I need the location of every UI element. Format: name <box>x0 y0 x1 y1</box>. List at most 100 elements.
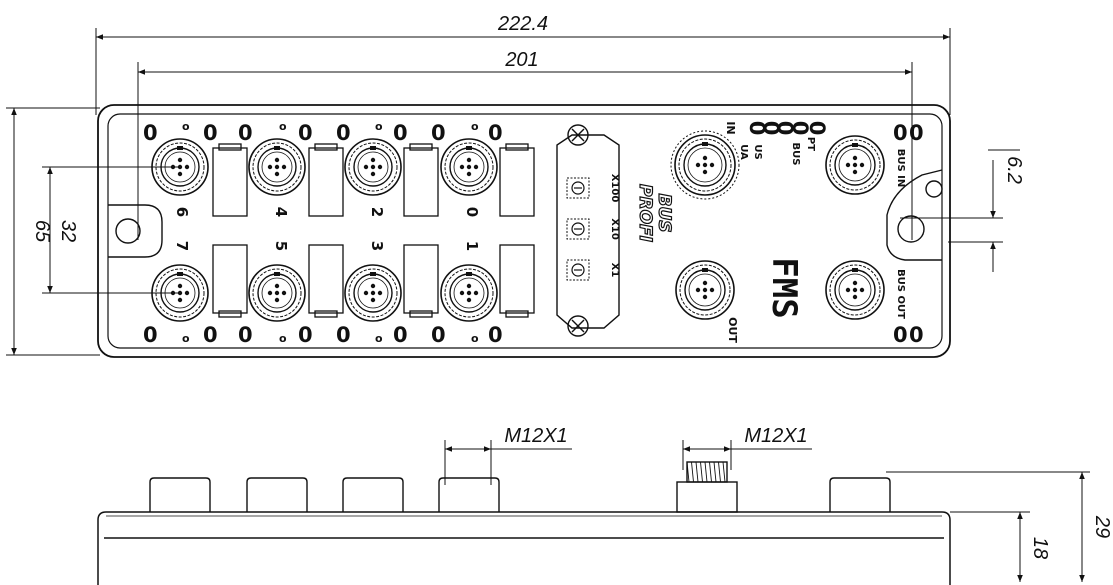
logo-line-profi: PROFI <box>635 184 655 242</box>
bus-label-out: OUT <box>726 317 739 343</box>
dimension-hole-spacing <box>137 62 913 240</box>
logo-line-bus: BUS <box>654 193 674 232</box>
status-led: o <box>279 332 287 345</box>
bus-label-ua: UA <box>738 144 749 160</box>
dimension-height <box>6 107 100 356</box>
io-label-window <box>212 244 248 318</box>
address-switch-panel <box>556 124 620 337</box>
status-led: 0 <box>298 323 313 347</box>
status-led: o <box>375 332 383 345</box>
dimension-thread-left <box>444 440 572 485</box>
bus-label-bus-out: BUS OUT <box>895 269 906 319</box>
bus-label-us: US <box>752 144 763 159</box>
status-led: 0 <box>336 323 351 347</box>
bus-label-bus: BUS <box>790 143 801 166</box>
side-connector-cap <box>438 477 500 512</box>
hole-spacing-label: 201 <box>504 49 538 71</box>
status-led: 0 <box>393 323 408 347</box>
bus-out-connector <box>675 260 735 320</box>
bus-status-led: 0 <box>773 121 797 136</box>
io-connector-bottom-3 <box>344 264 402 322</box>
module-top-view <box>97 104 951 358</box>
rotary-switch-x1[interactable] <box>566 259 590 281</box>
status-led: 0 <box>431 323 446 347</box>
port-label-3: 3 <box>368 241 386 251</box>
status-led: 0 <box>203 121 218 145</box>
status-led: 0 <box>238 323 253 347</box>
port-label-7: 7 <box>173 241 191 251</box>
status-led: o <box>375 120 383 133</box>
io-label-window <box>499 143 535 217</box>
status-led: 0 <box>893 121 908 145</box>
switch-label-x100: X100 <box>609 174 620 203</box>
dimension-overall-length <box>95 28 951 115</box>
mounting-hole-left <box>108 204 163 258</box>
port-label-5: 5 <box>272 241 290 251</box>
io-connector-top-0 <box>440 138 498 196</box>
thread-left-label: M12X1 <box>504 425 567 447</box>
port-label-6: 6 <box>173 207 191 217</box>
side-bus-connector <box>676 461 738 513</box>
port-label-0: 0 <box>463 207 481 217</box>
side-connector-cap <box>149 477 211 512</box>
status-led: 0 <box>238 121 253 145</box>
status-led: 0 <box>203 323 218 347</box>
rotary-switch-x10[interactable] <box>566 218 590 240</box>
status-led: 0 <box>298 121 313 145</box>
bus-status-led: 0 <box>759 121 783 136</box>
bus-status-led: 0 <box>745 121 769 136</box>
hole-vertical-label: 32 <box>57 220 79 242</box>
status-led: 0 <box>393 121 408 145</box>
side-total-label: 29 <box>1091 515 1113 538</box>
port-label-1: 1 <box>463 241 481 251</box>
io-connector-bottom-7 <box>151 264 209 322</box>
status-led: o <box>182 120 190 133</box>
io-connector-top-6 <box>151 138 209 196</box>
bus-status-led: 0 <box>788 121 812 136</box>
status-led: 0 <box>909 121 924 145</box>
hole-offset-label: 6.2 <box>1003 156 1025 184</box>
io-connector-bottom-5 <box>248 264 306 322</box>
switch-label-x1: X1 <box>609 263 620 278</box>
module-side-view <box>97 511 951 585</box>
bus-in-port <box>825 135 885 195</box>
dimension-thread-right <box>682 440 812 470</box>
status-led: 0 <box>336 121 351 145</box>
status-led: 0 <box>143 121 158 145</box>
bus-out-port <box>825 260 885 320</box>
status-led: 0 <box>431 121 446 145</box>
port-label-4: 4 <box>272 207 290 217</box>
bus-in-connector <box>670 130 740 200</box>
status-led: 0 <box>488 121 503 145</box>
side-base-label: 18 <box>1029 537 1051 559</box>
status-led: o <box>471 332 479 345</box>
status-led: 0 <box>893 323 908 347</box>
thread-right-label: M12X1 <box>744 425 807 447</box>
bus-label-in: IN <box>724 121 737 134</box>
io-connector-top-2 <box>344 138 402 196</box>
status-led: o <box>182 332 190 345</box>
dimension-hole-vertical <box>42 166 180 294</box>
io-label-window <box>308 244 344 318</box>
io-connector-top-4 <box>248 138 306 196</box>
overall-length-label: 222.4 <box>497 13 548 35</box>
io-label-window <box>212 143 248 217</box>
status-led: 0 <box>488 323 503 347</box>
io-label-window <box>403 244 439 318</box>
bus-label-bus-in: BUS IN <box>895 149 906 188</box>
dimension-hole-offset <box>900 149 1020 272</box>
side-connector-cap <box>829 477 891 512</box>
io-label-window <box>499 244 535 318</box>
rotary-switch-x100[interactable] <box>566 177 590 199</box>
status-led: o <box>279 120 287 133</box>
dimension-side-base <box>950 511 1030 582</box>
dimension-side-total <box>886 471 1090 582</box>
side-connector-cap <box>342 477 404 512</box>
switch-label-x10: X10 <box>609 218 620 240</box>
io-connector-bottom-1 <box>440 264 498 322</box>
profibus-logo: PROFI BUS <box>634 183 674 242</box>
mounting-hole-right <box>886 169 943 261</box>
status-led: o <box>471 120 479 133</box>
status-led: 0 <box>909 323 924 347</box>
